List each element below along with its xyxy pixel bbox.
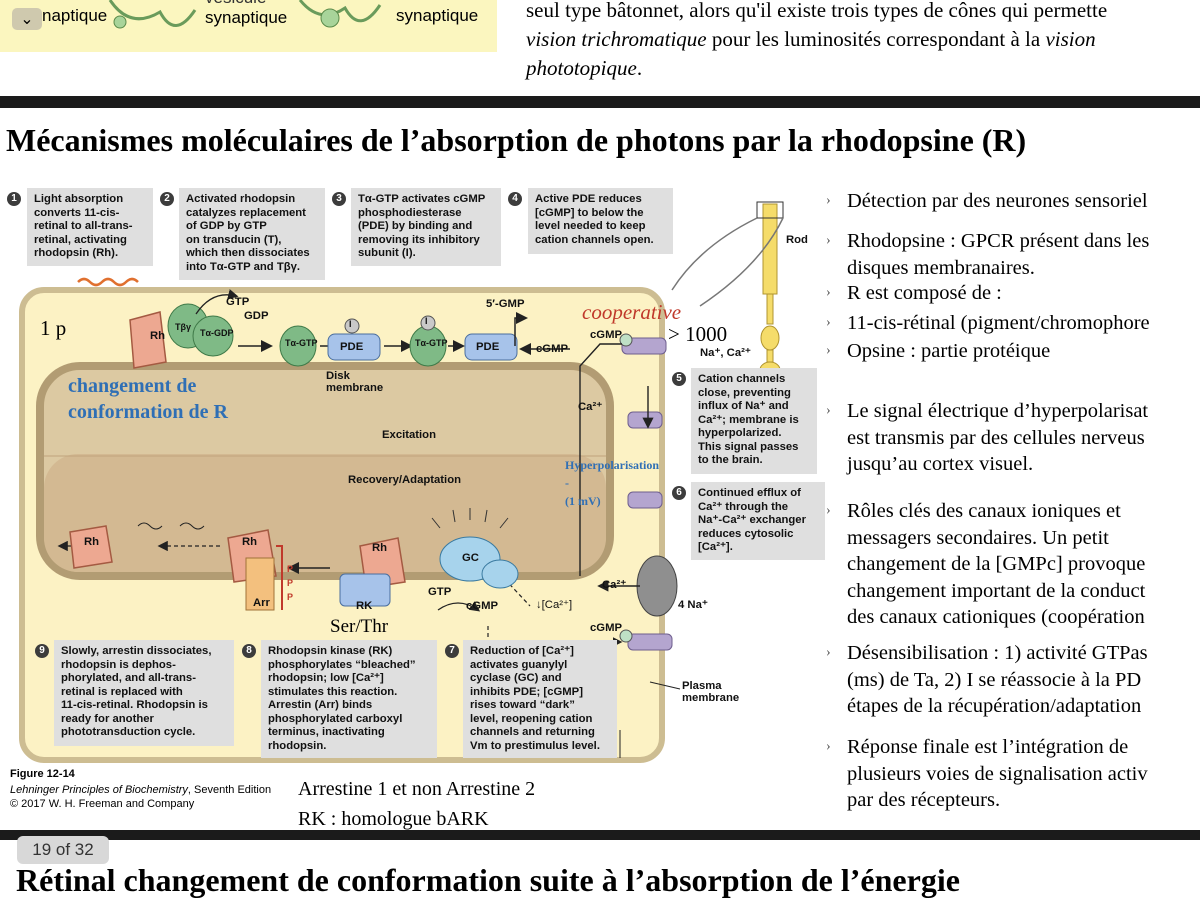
label-vesicule: vesicule: [205, 0, 266, 8]
label-rod: Rod: [786, 234, 808, 246]
figure-source: Lehninger Principles of Biochemistry, Se…: [10, 784, 272, 796]
annotation-one-photon: 1 p: [40, 316, 67, 340]
label-cgmp-3: cGMP: [590, 622, 623, 634]
label-t-beta-gamma: Tβγ: [175, 322, 191, 332]
step-number-6: 6: [672, 486, 686, 500]
synapse-illustration: [108, 0, 382, 29]
label-t-alpha-gtp-1: Tα-GTP: [285, 338, 318, 348]
previous-slide-text: seul type bâtonnet, alors qu'il existe t…: [526, 0, 1200, 83]
label-phosphate-1: P: [287, 564, 294, 574]
label-plasma-membrane: Plasma membrane: [682, 680, 740, 704]
step-number-1: 1: [7, 192, 21, 206]
label-rh-phosphorylated: Rh: [372, 542, 388, 554]
step-number-7: 7: [445, 644, 459, 658]
step-number-3: 3: [332, 192, 346, 206]
callout-step-8: Rhodopsin kinase (RK)phosphorylates “ble…: [261, 640, 437, 758]
annotation-gt-1000: > 1000: [668, 322, 728, 346]
label-disk-membrane: Disk membrane: [326, 370, 384, 394]
label-synaptique-mid: synaptique: [205, 8, 288, 27]
annotation-hyper-2: -: [565, 476, 569, 490]
annotation-arrestine: Arrestine 1 et non Arrestine 2: [298, 778, 536, 800]
text-line: phototopique.: [526, 56, 643, 80]
annotation-rk-homologue: RK : homologue bARK: [298, 808, 489, 830]
label-inhibitor-2: I: [425, 316, 428, 326]
label-4-na: 4 Na⁺: [678, 599, 708, 611]
label-cgmp-gc: cGMP: [466, 600, 499, 612]
next-slide-title: Rétinal changement de conformation suite…: [16, 862, 960, 898]
step-number-8: 8: [242, 644, 256, 658]
label-rk: RK: [356, 600, 373, 612]
figure-copyright: © 2017 W. H. Freeman and Company: [10, 798, 195, 810]
label-ca-2: Ca²⁺: [602, 579, 627, 591]
label-gtp-gc: GTP: [428, 586, 452, 598]
label-ca-decrease: ↓[Ca²⁺]: [536, 599, 573, 611]
annotation-ser-thr: Ser/Thr: [330, 616, 389, 637]
annotation-conformation-2: conformation de R: [68, 401, 228, 423]
label-arr: Arr: [253, 597, 270, 609]
label-t-alpha-gtp-2: Tα-GTP: [415, 338, 448, 348]
slide-divider: [0, 830, 1200, 840]
text-line: seul type bâtonnet, alors qu'il existe t…: [526, 0, 1108, 22]
annotation-conformation-1: changement de: [68, 375, 197, 397]
label-ca-1: Ca²⁺: [578, 401, 603, 413]
text-line: vision trichromatique pour les luminosit…: [526, 27, 1096, 51]
annotation-hyper-1: Hyperpolarisation: [565, 458, 660, 472]
annotation-hyper-3: (1 mV): [565, 494, 601, 508]
label-synaptique-right: synaptique: [396, 6, 479, 25]
figure-number: Figure 12-14: [10, 768, 75, 780]
label-rh-arrestin: Rh: [242, 536, 258, 548]
label-pde-2: PDE: [476, 341, 500, 353]
label-inhibitor-1: I: [349, 319, 352, 329]
label-cgmp-1: cGMP: [536, 343, 569, 355]
label-na-ca: Na⁺, Ca²⁺: [700, 347, 751, 359]
label-gc: GC: [462, 552, 479, 564]
callout-step-9: Slowly, arrestin dissociates,rhodopsin i…: [54, 640, 234, 746]
label-rh-recycled: Rh: [84, 536, 100, 548]
chevron-down-icon[interactable]: ⌄: [12, 8, 42, 30]
slide-title: Mécanismes moléculaires de l’absorption …: [6, 122, 1027, 158]
step-number-5: 5: [672, 372, 686, 386]
label-5-gmp: 5′-GMP: [486, 298, 525, 310]
label-pde-1: PDE: [340, 341, 364, 353]
top-figure-fragment: ⌄ naptique vesicule synaptique synaptiqu…: [0, 0, 497, 52]
label-cgmp-2: cGMP: [590, 329, 623, 341]
step-number-2: 2: [160, 192, 174, 206]
label-gtp: GTP: [226, 296, 250, 308]
label-phosphate-3: P: [287, 592, 294, 602]
label-gdp: GDP: [244, 310, 269, 322]
label-recovery-adaptation: Recovery/Adaptation: [348, 474, 461, 486]
step-number-9: 9: [35, 644, 49, 658]
page-indicator: 19 of 32: [17, 836, 109, 864]
label-rh-top: Rh: [150, 330, 166, 342]
slide-divider: [0, 96, 1200, 108]
step-number-4: 4: [508, 192, 522, 206]
label-phosphate-2: P: [287, 578, 294, 588]
annotation-cooperative: cooperative: [582, 300, 682, 324]
label-excitation: Excitation: [382, 429, 436, 441]
label-t-alpha-gdp: Tα-GDP: [200, 328, 234, 338]
label-synaptique-left: naptique: [42, 6, 108, 25]
